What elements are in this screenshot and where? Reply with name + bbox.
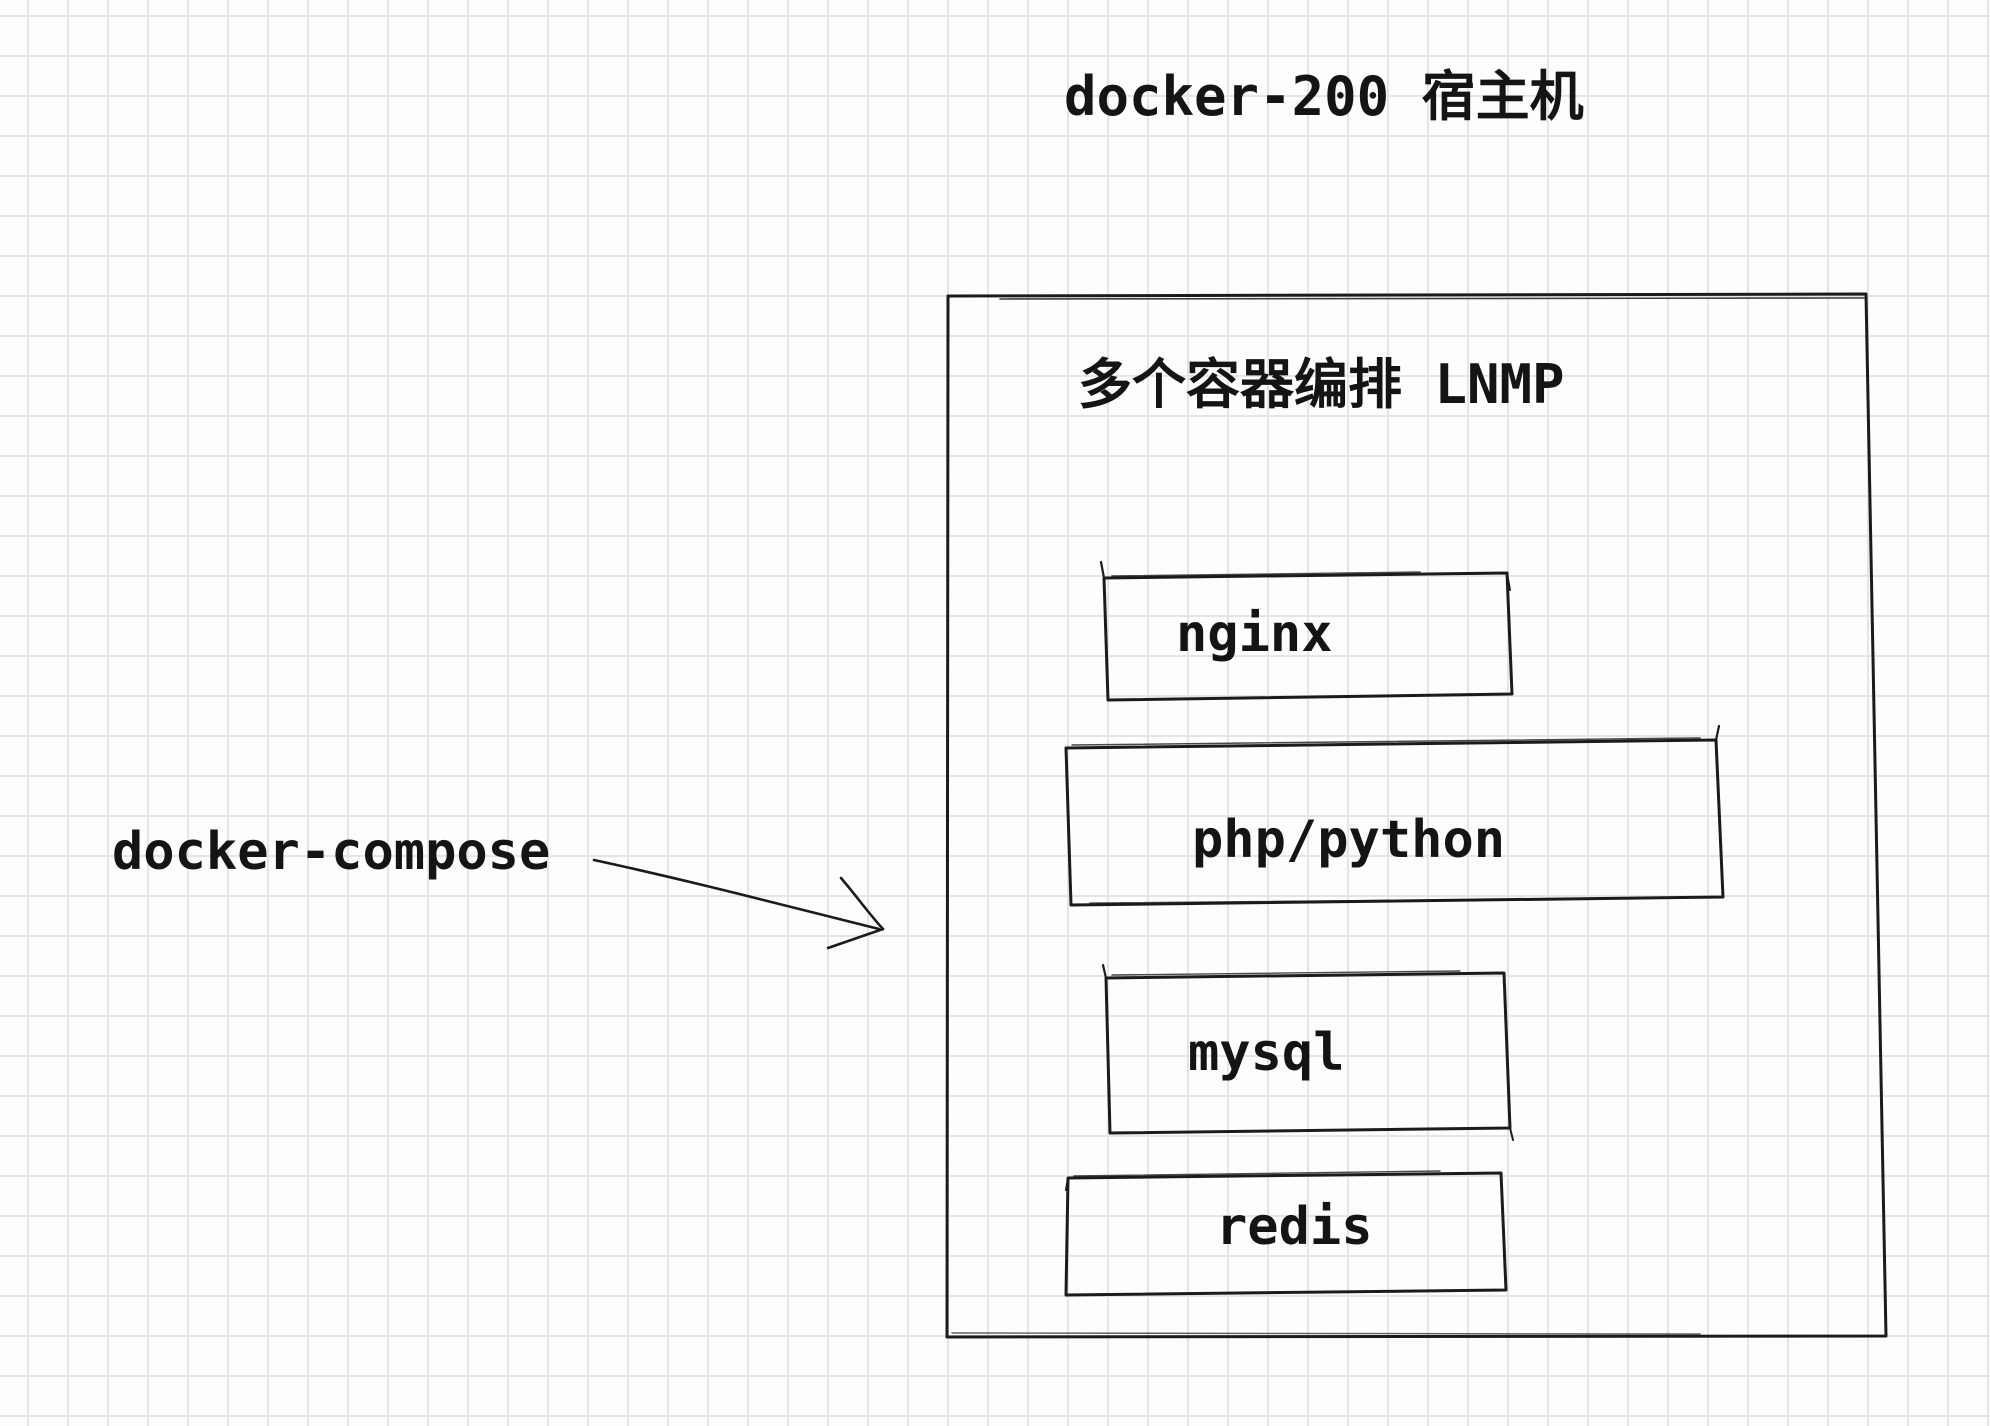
redis-box-outline: [1064, 1170, 1508, 1297]
php-python-box-outline: [1064, 724, 1725, 907]
nginx-box-outline: [1099, 560, 1514, 702]
host-box-outline: [945, 292, 1888, 1339]
mysql-box-outline: [1101, 963, 1514, 1141]
docker-compose-label: docker-compose: [112, 822, 551, 882]
docker-compose-arrow: [592, 858, 885, 950]
page-title: docker-200 宿主机: [1064, 65, 1584, 128]
container-label-php-python: php/python: [1192, 810, 1506, 870]
host-box-title: 多个容器编排 LNMP: [1078, 353, 1565, 416]
container-label-nginx: nginx: [1176, 604, 1333, 664]
container-label-mysql: mysql: [1188, 1023, 1345, 1083]
container-label-redis: redis: [1216, 1197, 1373, 1257]
